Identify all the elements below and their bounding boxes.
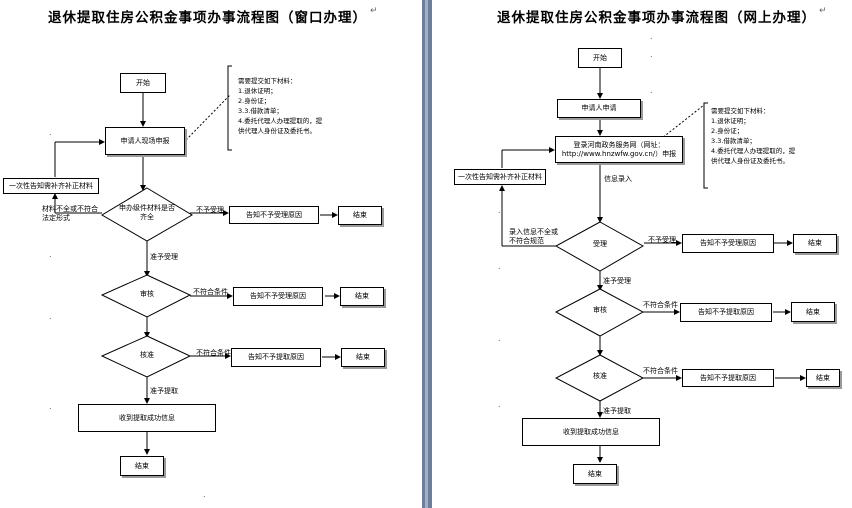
left-decision-diamond-shape <box>101 187 193 242</box>
paragraph-dot: . <box>49 250 52 259</box>
right-flow-connectors <box>499 68 806 463</box>
right-approve-ok-label: 准予提取 <box>603 407 631 415</box>
left-apply-box: 申请人现场申报 <box>105 127 185 155</box>
left-accept-label: 准予受理 <box>150 253 178 261</box>
left-end1-box: 结束 <box>338 206 382 225</box>
left-reject-accept-box: 告知不予受理原因 <box>229 206 319 224</box>
page-divider <box>422 0 432 508</box>
paragraph-dot: . <box>203 490 206 499</box>
left-document-page: 退休提取住房公积金事项办事流程图（窗口办理）↵ <box>0 0 422 508</box>
right-end2-box: 结束 <box>791 302 835 322</box>
left-end3-box: 结束 <box>341 348 385 367</box>
right-audit-fail-box: 告知不予提取原因 <box>680 303 772 322</box>
left-decision-label: 申办级件材料是否齐全 <box>119 204 175 221</box>
right-applicant-box: 申请人申请 <box>557 99 641 118</box>
right-approve-diamond-shape <box>554 354 645 402</box>
left-audit-fail-box: 告知不予受理原因 <box>233 287 323 306</box>
paragraph-dot: . <box>498 206 501 215</box>
left-page-title: 退休提取住房公积金事项办事流程图（窗口办理）↵ <box>48 6 379 26</box>
right-accept-ok-label: 准予受理 <box>603 277 631 285</box>
right-audit-fail-label: 不符合条件 <box>643 301 678 309</box>
left-flow-connectors <box>52 65 341 455</box>
right-end3-box: 结束 <box>806 369 840 387</box>
paragraph-dot: . <box>650 50 653 59</box>
left-approve-diamond-shape <box>100 335 192 378</box>
right-approve-label: 核准 <box>593 372 607 380</box>
right-login-box: 登录河南政务服务网（网址：http://www.hnzwfw.gov.cn/）申… <box>555 136 683 163</box>
left-start-box: 开始 <box>120 73 166 93</box>
left-audit-fail-label: 不符合条件 <box>193 288 228 296</box>
right-success-box: 收到提取成功信息 <box>522 418 660 446</box>
left-audit-diamond-shape <box>100 274 192 318</box>
left-approve-fail-box: 告知不予提取原因 <box>231 348 321 367</box>
left-end-final-box: 结束 <box>120 456 164 476</box>
left-reject-accept-label: 不予受理 <box>196 206 224 214</box>
right-materials-note: 需要提交如下材料： 1.退休证明； 2.身份证； 3.3.借款清单； 4.委托代… <box>711 107 796 166</box>
right-accept-label: 受理 <box>593 240 607 248</box>
left-approve-fail-label: 不符合条件 <box>196 349 231 357</box>
right-audit-diamond-shape <box>554 288 645 337</box>
right-end-final-box: 结束 <box>573 464 617 484</box>
left-end2-box: 结束 <box>340 287 384 306</box>
paragraph-dot: . <box>498 334 501 343</box>
right-end1-box: 结束 <box>793 234 837 253</box>
right-approve-fail-box: 告知不予提取原因 <box>682 369 774 387</box>
paragraph-dot: . <box>49 312 52 321</box>
left-audit-label: 审核 <box>140 290 154 298</box>
left-success-box: 收到提取成功信息 <box>78 404 216 432</box>
paragraph-dot: . <box>650 32 653 41</box>
paragraph-dot: . <box>498 400 501 409</box>
right-accept-fail-label: 不予受理 <box>648 236 676 244</box>
right-supplement-box: 一次性告知需补齐补正材料 <box>454 169 546 185</box>
left-materials-note: 需要提交如下材料： 1.退休证明； 2.身份证； 3.3.借款清单； 4.委托代… <box>238 77 323 136</box>
left-approve-label: 核准 <box>140 351 154 359</box>
paragraph-dot: . <box>49 128 52 137</box>
paragraph-dot: . <box>498 262 501 271</box>
right-approve-fail-label: 不符合条件 <box>643 367 678 375</box>
left-incomplete-label: 材料不全或不符合法定形式 <box>42 205 98 222</box>
left-approve-ok-label: 准予提取 <box>150 387 178 395</box>
right-accept-diamond-shape <box>554 221 645 272</box>
left-supplement-box: 一次性告知需补齐补正材料 <box>3 178 99 194</box>
right-document-page: 退休提取住房公积金事项办事流程图（网上办理）↵ <box>432 0 852 508</box>
right-online-label: 信息录入 <box>604 175 632 183</box>
right-start-box: 开始 <box>578 48 622 68</box>
right-page-title: 退休提取住房公积金事项办事流程图（网上办理）↵ <box>497 6 828 26</box>
paragraph-dot: . <box>650 86 653 95</box>
right-accept-fail-box: 告知不予受理原因 <box>682 234 774 253</box>
paragraph-dot: . <box>49 402 52 411</box>
right-audit-label: 审核 <box>593 306 607 314</box>
right-incomplete-label: 录入信息不全或不符合规范 <box>509 228 558 245</box>
